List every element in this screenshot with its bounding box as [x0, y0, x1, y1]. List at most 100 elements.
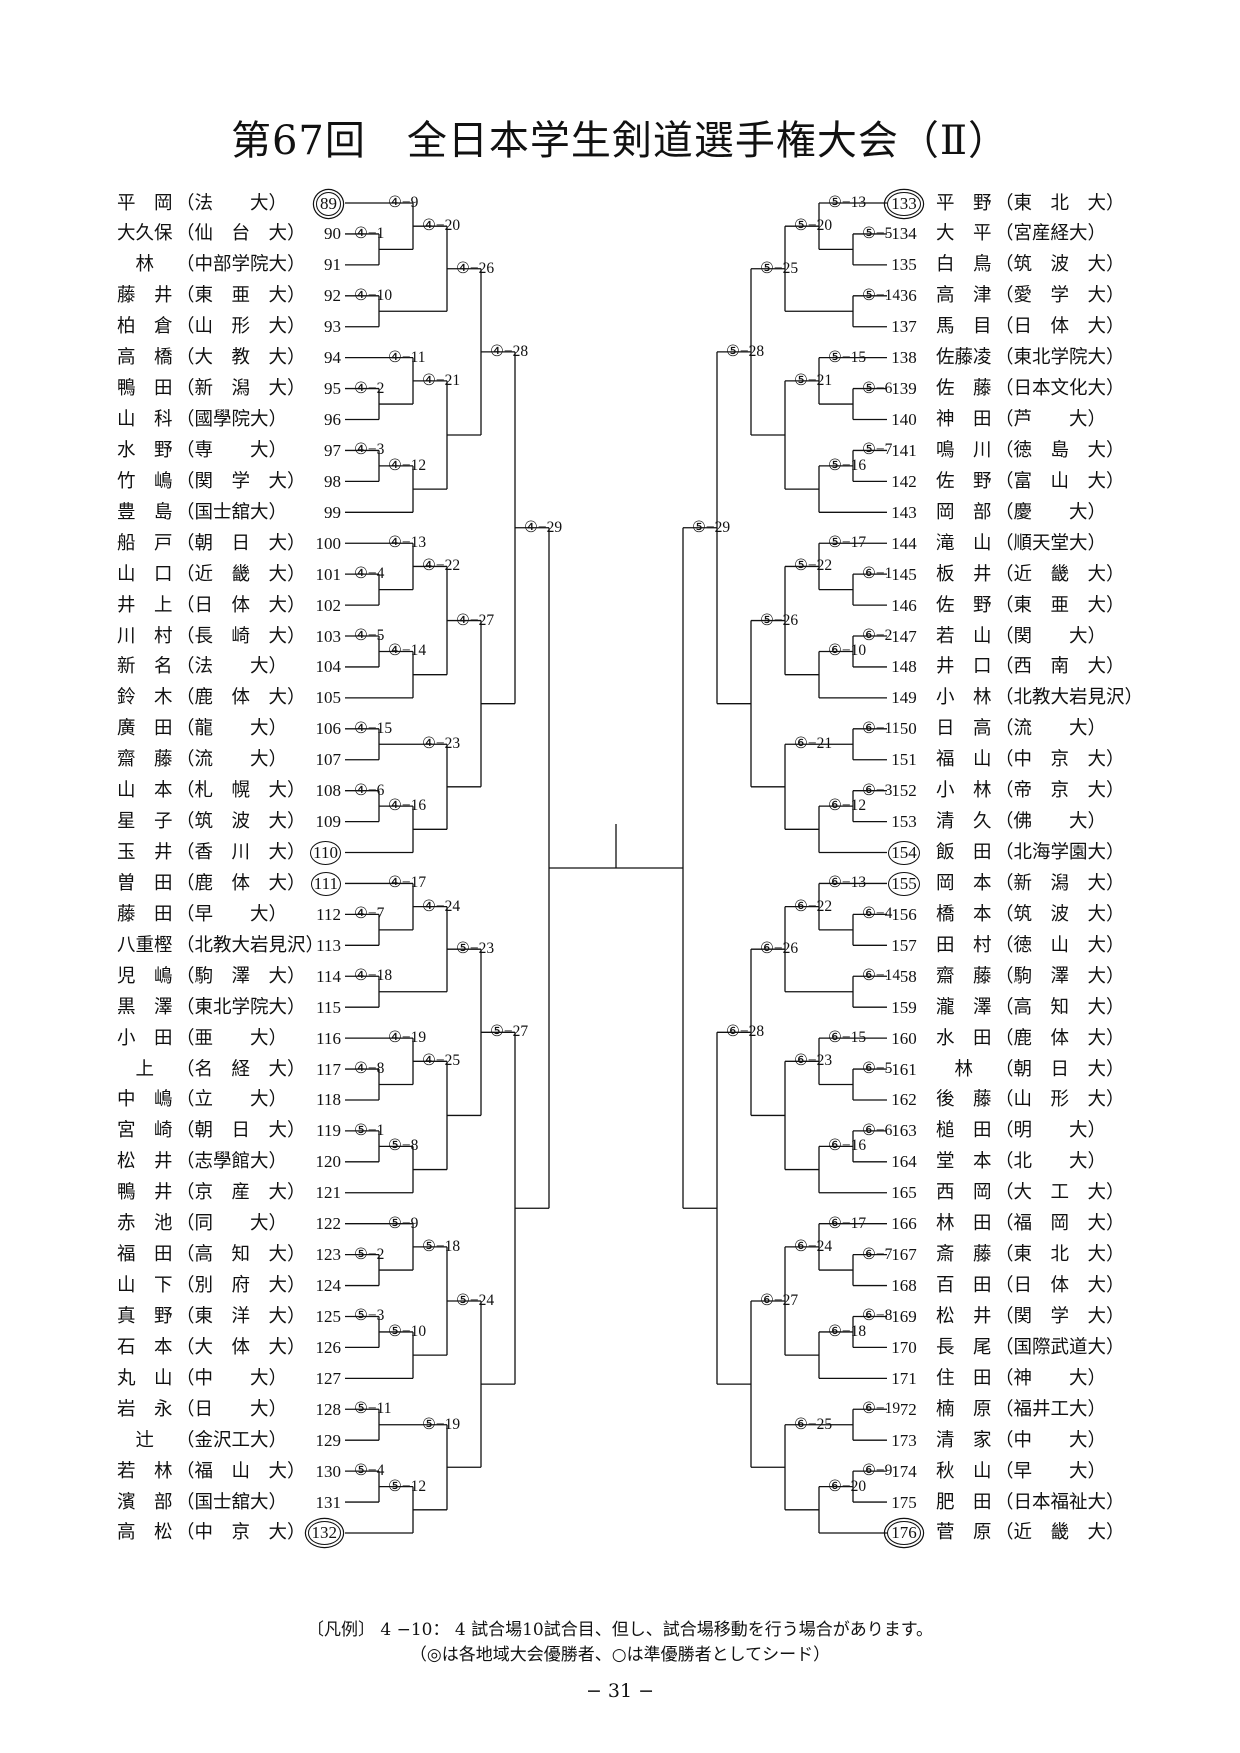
player-school: （仙 台 大） — [176, 223, 306, 245]
entry-number: 175 — [891, 1492, 917, 1512]
player-name: 鳴 川 — [936, 439, 992, 461]
entry-number: 117 — [316, 1059, 341, 1079]
player-name: 鴨 井 — [117, 1182, 173, 1204]
entry-number: 129 — [315, 1430, 342, 1450]
player-school: （鹿 体 大） — [176, 687, 306, 709]
player-school: （駒 澤 大） — [176, 965, 306, 987]
entry-number: 162 — [891, 1090, 917, 1110]
player-name: 丸 山 — [117, 1367, 173, 1389]
player-name: 廣 田 — [117, 718, 173, 740]
player-name: 中 嶋 — [117, 1089, 173, 1111]
player-school: （福 山 大） — [176, 1460, 306, 1482]
player-name: 岡 本 — [936, 872, 992, 894]
player-school: （専 大） — [176, 439, 288, 461]
entry-number: 106 — [315, 719, 342, 739]
player-school: （高 知 大） — [176, 1244, 306, 1266]
player-name: 小 田 — [117, 1027, 173, 1049]
entry-number: 157 — [891, 935, 917, 955]
entry-number: 161 — [891, 1059, 917, 1079]
player-name: 肥 田 — [936, 1491, 992, 1513]
entry-number: 144 — [891, 533, 917, 553]
player-name: 佐 野 — [936, 594, 992, 616]
player-name: 川 村 — [117, 625, 173, 647]
player-school: （長 崎 大） — [176, 625, 306, 647]
player-school: （新 潟 大） — [176, 378, 306, 400]
player-name: 若 山 — [936, 625, 992, 647]
player-school: （徳 山 大） — [995, 934, 1125, 956]
player-school: （朝 日 大） — [176, 532, 306, 554]
player-school: （中 大） — [995, 1429, 1107, 1451]
player-name: 佐 野 — [936, 470, 992, 492]
entry-number: 151 — [891, 750, 917, 770]
player-name: 竹 嶋 — [117, 470, 173, 492]
entry-number: 101 — [315, 564, 342, 584]
entry-number: 116 — [316, 1028, 341, 1048]
player-name: 高 津 — [936, 285, 992, 307]
entry-number: 124 — [315, 1276, 342, 1296]
entry-number: 155 — [886, 868, 922, 899]
player-name: 福 山 — [936, 749, 992, 771]
entry-number: 126 — [315, 1337, 342, 1357]
player-school: （志學館大） — [176, 1151, 288, 1173]
entry-number: 135 — [891, 255, 917, 275]
entry-number: 121 — [315, 1183, 342, 1203]
player-name: 佐 藤 — [936, 378, 992, 400]
player-name: 秋 山 — [936, 1460, 992, 1482]
player-name: 小 林 — [936, 780, 992, 802]
entry-number: 139 — [891, 379, 917, 399]
entry-number: 143 — [891, 502, 917, 522]
entry-number: 168 — [891, 1276, 917, 1296]
player-school: （駒 澤 大） — [995, 965, 1125, 987]
player-school: （大 体 大） — [176, 1336, 306, 1358]
player-name: 柏 倉 — [117, 316, 173, 338]
player-school: （日本文化大） — [995, 378, 1125, 400]
entry-number: 148 — [891, 657, 917, 677]
player-school: （近 畿 大） — [176, 563, 306, 585]
player-name: 大 平 — [936, 223, 992, 245]
entry-number: 125 — [315, 1306, 342, 1326]
entry-number: 107 — [315, 750, 342, 770]
player-name: 藤 田 — [117, 903, 173, 925]
entry-number: 105 — [315, 688, 342, 708]
player-school: （筑 波 大） — [176, 811, 306, 833]
player-name: 板 井 — [936, 563, 992, 585]
player-school: （朝 日 大） — [176, 1120, 306, 1142]
entry-number: 164 — [891, 1152, 917, 1172]
player-name: 山 下 — [117, 1275, 173, 1297]
player-name: 赤 池 — [117, 1213, 173, 1235]
entry-number: 89 — [305, 188, 341, 219]
entry-number: 176 — [886, 1517, 922, 1548]
player-name: 高 松 — [117, 1522, 173, 1544]
player-name: 若 林 — [117, 1460, 173, 1482]
entry-number: 118 — [316, 1090, 341, 1110]
entry-number: 146 — [891, 595, 917, 615]
entry-number: 115 — [316, 997, 341, 1017]
entry-number: 174 — [891, 1461, 917, 1481]
player-name: 長 尾 — [936, 1336, 992, 1358]
player-name: 齋 藤 — [117, 749, 173, 771]
player-name: 上 — [117, 1058, 155, 1080]
player-school: （東 北 大） — [995, 1244, 1125, 1266]
entry-number: 103 — [315, 626, 342, 646]
entry-number: 127 — [315, 1368, 342, 1388]
player-name: 曽 田 — [117, 872, 173, 894]
player-name: 住 田 — [936, 1367, 992, 1389]
player-school: （早 大） — [176, 903, 288, 925]
entry-number: 173 — [891, 1430, 917, 1450]
player-school: （佛 大） — [995, 811, 1107, 833]
entry-number: 137 — [891, 317, 917, 337]
entry-number: 165 — [891, 1183, 917, 1203]
entry-number: 140 — [891, 410, 917, 429]
player-name: 八重樫 — [117, 934, 173, 956]
entry-number: 147 — [891, 626, 917, 646]
entry-number: 141 — [891, 440, 917, 460]
entry-number: 145 — [891, 564, 917, 584]
entry-number: 97 — [324, 440, 341, 460]
player-school: （金沢工大） — [176, 1429, 288, 1451]
player-school: （国士舘大） — [176, 1491, 288, 1513]
player-name: 田 村 — [936, 934, 992, 956]
entry-number: 131 — [315, 1492, 342, 1512]
player-school: （山 形 大） — [995, 1089, 1125, 1111]
player-school: （鹿 体 大） — [176, 872, 306, 894]
